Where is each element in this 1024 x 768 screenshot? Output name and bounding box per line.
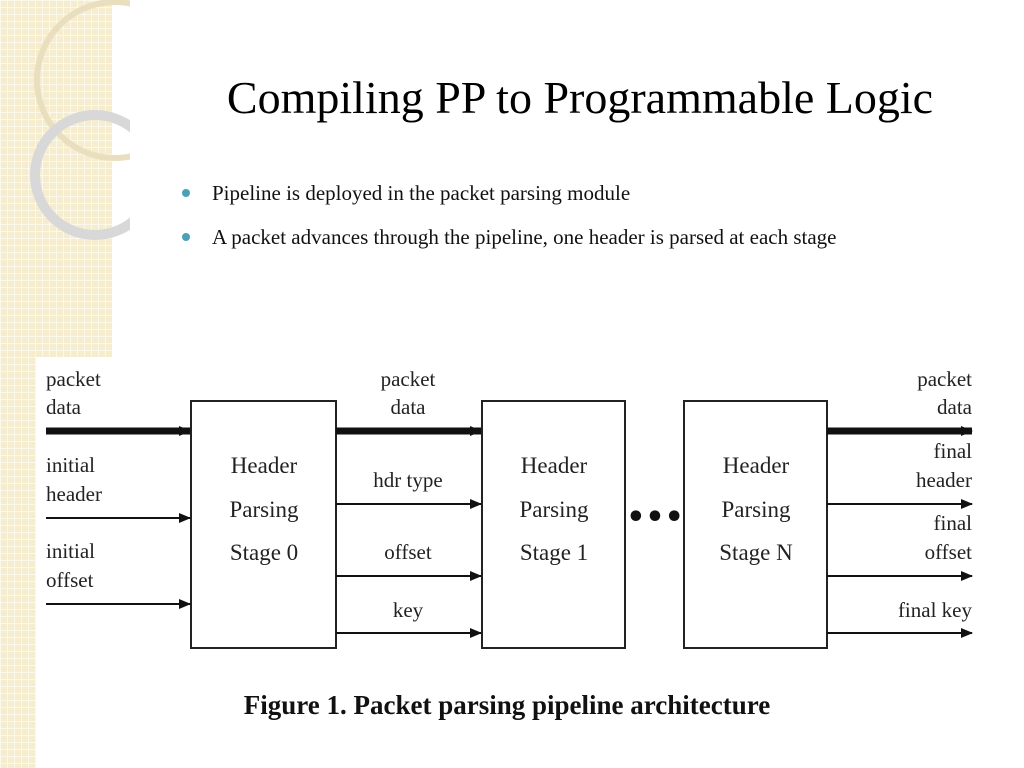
pipeline-diagram: Header Parsing Stage 0 Header Parsing St… bbox=[46, 367, 973, 720]
slide-title: Compiling PP to Programmable Logic bbox=[226, 72, 934, 123]
stage-n-box bbox=[683, 400, 828, 649]
output-offset-label-1: final bbox=[934, 511, 973, 535]
middle-packet-label-1: packet bbox=[381, 367, 436, 391]
middle-hdr-type-label: hdr type bbox=[373, 468, 442, 492]
output-packet-label-2: data bbox=[937, 395, 973, 419]
input-offset-label-2: offset bbox=[46, 568, 94, 592]
input-packet-label-1: packet bbox=[46, 367, 101, 391]
middle-offset-label: offset bbox=[384, 540, 432, 564]
output-header-label-2: header bbox=[916, 468, 972, 492]
input-packet-label-2: data bbox=[46, 395, 82, 419]
input-header-label-1: initial bbox=[46, 453, 95, 477]
stage-0-label-1: Header bbox=[231, 453, 298, 478]
bullet-item: A packet advances through the pipeline, … bbox=[182, 216, 972, 258]
ellipsis-dots: ••• bbox=[626, 500, 684, 535]
stage-n-label-2: Parsing bbox=[722, 497, 792, 522]
stage-1-label-2: Parsing bbox=[520, 497, 590, 522]
stage-0-label-2: Parsing bbox=[230, 497, 300, 522]
bullet-dot-icon bbox=[182, 233, 190, 241]
input-offset-label-1: initial bbox=[46, 539, 95, 563]
input-header-label-2: header bbox=[46, 482, 102, 506]
figure-caption: Figure 1. Packet parsing pipeline archit… bbox=[244, 690, 770, 720]
output-key-label: final key bbox=[898, 598, 973, 622]
stage-1-label-1: Header bbox=[521, 453, 588, 478]
stage-1-box bbox=[481, 400, 626, 649]
bullet-text: A packet advances through the pipeline, … bbox=[212, 225, 837, 249]
stage-n-label-3: Stage N bbox=[719, 540, 793, 565]
middle-key-label: key bbox=[393, 598, 424, 622]
middle-packet-label-2: data bbox=[391, 395, 427, 419]
stage-0-label-3: Stage 0 bbox=[230, 540, 298, 565]
bullet-list: Pipeline is deployed in the packet parsi… bbox=[182, 172, 972, 260]
output-offset-label-2: offset bbox=[925, 540, 973, 564]
output-header-label-1: final bbox=[934, 439, 973, 463]
decorative-circles bbox=[30, 0, 130, 240]
stage-n-label-1: Header bbox=[723, 453, 790, 478]
bullet-text: Pipeline is deployed in the packet parsi… bbox=[212, 181, 631, 205]
pipeline-figure: Header Parsing Stage 0 Header Parsing St… bbox=[36, 357, 1024, 768]
bullet-dot-icon bbox=[182, 189, 190, 197]
stage-1-label-3: Stage 1 bbox=[520, 540, 588, 565]
bullet-item: Pipeline is deployed in the packet parsi… bbox=[182, 172, 972, 214]
stage-0-box bbox=[190, 400, 337, 649]
output-packet-label-1: packet bbox=[917, 367, 972, 391]
